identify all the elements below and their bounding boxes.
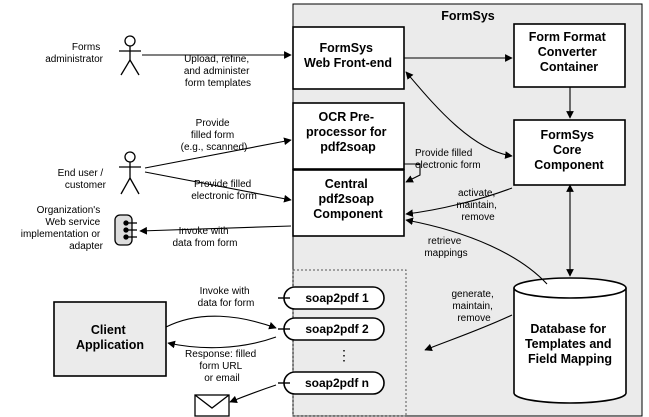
web-frontend-box [292,26,405,90]
soap2pdf-ellipsis: ⋮ [337,347,351,363]
pdf2soap-label: Central pdf2soap Component [313,177,383,221]
formsys-title: FormSys [441,9,495,23]
soap2pdf-1: soap2pdf 1 [278,286,385,310]
database-label: Database for Templates and Field Mapping [525,322,615,366]
converter-box [513,23,626,88]
edge-label-filled-scanned: Provide filled form (e.g., scanned) [181,118,248,153]
svg-text:soap2pdf n: soap2pdf n [305,376,369,390]
edge-label-filled-electronic-ocr: Provide filled electronic form [415,148,481,171]
edge-label-upload: Upload, refine, and administer form temp… [184,54,252,89]
enduser-actor-label: End user / customer [58,168,107,191]
web-frontend-label: FormSys Web Front-end [304,41,392,70]
edge-label-invoke-client: Invoke with data for form [198,286,255,309]
soap2pdf-n: soap2pdf n [278,371,385,395]
pdf2soap-box [292,169,405,237]
ocr-label: OCR Pre- processor for pdf2soap [306,110,390,154]
svg-text:soap2pdf 2: soap2pdf 2 [305,322,369,336]
soap2pdf-region [292,269,407,417]
edge-label-activate: activate, maintain, remove [456,188,499,223]
svg-text:soap2pdf 1: soap2pdf 1 [305,291,369,305]
webservice-actor-label: Organization's Web service implementatio… [21,205,104,252]
client-app-label: Client Application [76,323,144,352]
edge-label-retrieve: retrieve mappings [424,236,467,259]
soap2pdf-2: soap2pdf 2 [278,317,385,341]
envelope-icon [194,394,230,417]
ocr-box [292,102,405,170]
core-box [513,119,626,186]
client-app-box [53,301,167,377]
converter-label: Form Format Converter Container [529,30,610,74]
database-cylinder [513,277,627,404]
admin-actor-label: Forms administrator [45,42,103,65]
edge-label-filled-electronic-user: Provide filled electronic form [191,179,257,202]
service-plug-icon [114,214,137,246]
connectors [139,51,574,404]
enduser-actor-icon [119,151,141,195]
admin-actor-icon [119,35,141,76]
core-label: FormSys Core Component [534,128,604,172]
edge-label-invoke-data: Invoke with data from form [172,226,237,249]
edge-label-response: Response: filled form URL or email [185,349,259,384]
edge-label-generate: generate, maintain, remove [451,289,496,324]
